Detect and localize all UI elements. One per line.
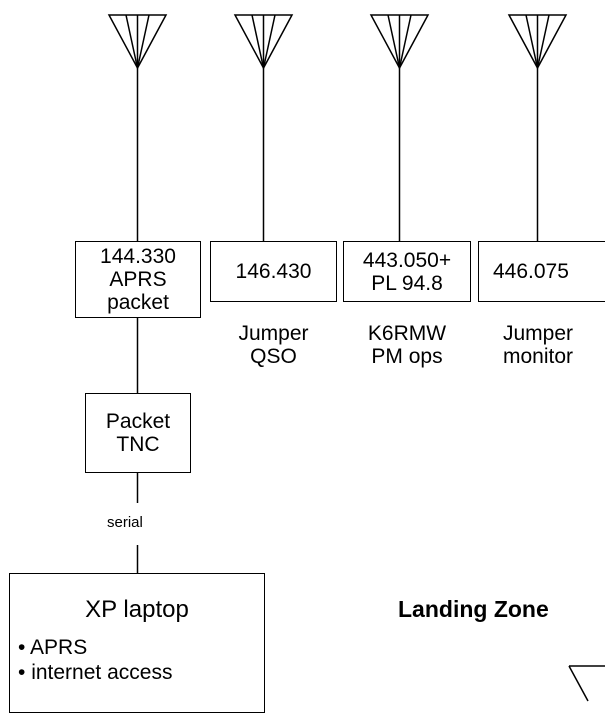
list-item: • APRS xyxy=(18,636,88,659)
radio-box-jumper-monitor: 446.075 xyxy=(478,241,605,302)
radio-caption-k6rmw: K6RMW PM ops xyxy=(367,322,447,368)
antenna-icon xyxy=(507,14,568,242)
radio-label-line: APRS xyxy=(109,268,167,291)
list-item: • internet access xyxy=(18,661,173,684)
laptop-title: XP laptop xyxy=(85,596,189,623)
landing-zone-heading: Landing Zone xyxy=(398,596,549,622)
antenna-icon xyxy=(107,14,168,242)
radio-label-line: PL 94.8 xyxy=(371,271,443,295)
radio-caption-jumper-monitor: Jumper monitor xyxy=(502,322,574,368)
radio-box-aprs: 144.330 APRS packet xyxy=(75,241,201,318)
radio-label-line: 146.430 xyxy=(235,260,312,283)
antenna-icon xyxy=(568,665,605,702)
xp-laptop-box: XP laptop • APRS • internet access xyxy=(9,573,265,713)
radio-label-line: packet xyxy=(107,291,169,314)
radio-label-line: 446.075 xyxy=(493,260,569,283)
radio-label-line: 443.050+ xyxy=(362,248,452,272)
antenna-icon xyxy=(233,14,294,242)
serial-link-label: serial xyxy=(107,514,143,531)
radio-box-jumper-qso: 146.430 xyxy=(210,241,337,302)
radio-caption-jumper-qso: Jumper QSO xyxy=(238,322,309,368)
radio-label-line: 144.330 xyxy=(100,245,176,268)
antenna-icon xyxy=(369,14,430,242)
packet-tnc-box: Packet TNC xyxy=(85,393,191,473)
radio-box-k6rmw: 443.050+ PL 94.8 xyxy=(343,241,471,302)
laptop-feature-list: • APRS • internet access xyxy=(18,635,172,685)
